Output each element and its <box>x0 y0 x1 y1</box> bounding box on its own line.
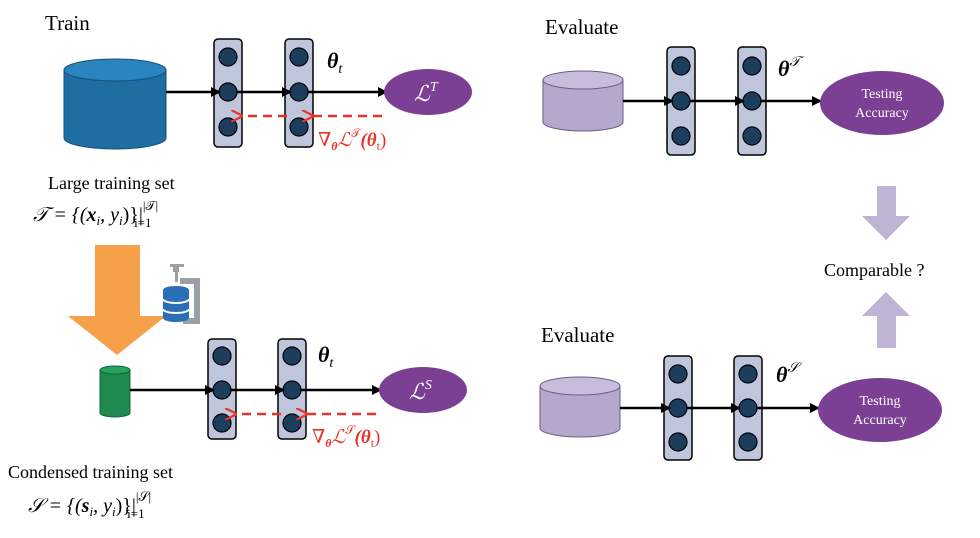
eval-database-bottom-icon <box>539 376 621 438</box>
network-eval-top <box>666 46 767 156</box>
loss-T-label: ℒT <box>414 80 439 106</box>
large-set-formula: 𝒯 = {(xi, yi)}||𝒯|i=1 <box>33 198 158 230</box>
train-label: Train <box>45 11 90 35</box>
theta-t-top: θt <box>327 48 343 77</box>
testing-accuracy-top-line2: Accuracy <box>855 106 909 121</box>
theta-S: θ𝒮 <box>776 361 802 387</box>
testing-accuracy-bottom <box>818 378 942 442</box>
evaluate-bottom-label: Evaluate <box>541 323 614 347</box>
large-set-label: Large training set <box>48 173 175 193</box>
network-eval-bottom <box>663 355 763 461</box>
condensed-database-icon <box>99 365 131 418</box>
evaluate-top-label: Evaluate <box>545 15 618 39</box>
theta-T: θ𝒯 <box>778 55 804 81</box>
testing-accuracy-top <box>820 71 944 135</box>
condensed-set-label: Condensed training set <box>8 462 173 482</box>
testing-accuracy-top-line1: Testing <box>861 87 902 102</box>
compare-arrow-up <box>862 292 910 348</box>
condense-arrow <box>68 245 166 355</box>
compare-arrow-down <box>862 186 910 240</box>
loss-S-node <box>379 367 467 413</box>
grad-formula-top: ∇θℒ𝒯(θt) <box>318 126 386 153</box>
condensed-set-formula: 𝒮 = {(si, yi)}||𝒮|i=1 <box>28 489 151 521</box>
grad-formula-bottom: ∇θℒ𝒮(θt) <box>312 423 380 450</box>
loss-T-node <box>384 69 472 115</box>
theta-t-bottom: θt <box>318 342 334 371</box>
large-database-icon <box>63 58 167 150</box>
testing-accuracy-bottom-line1: Testing <box>859 394 900 409</box>
eval-database-top-icon <box>542 70 624 132</box>
loss-S-label: ℒS <box>409 378 432 404</box>
compress-database-icon <box>162 264 200 324</box>
testing-accuracy-bottom-line2: Accuracy <box>853 413 907 428</box>
comparable-label: Comparable ? <box>824 260 924 280</box>
